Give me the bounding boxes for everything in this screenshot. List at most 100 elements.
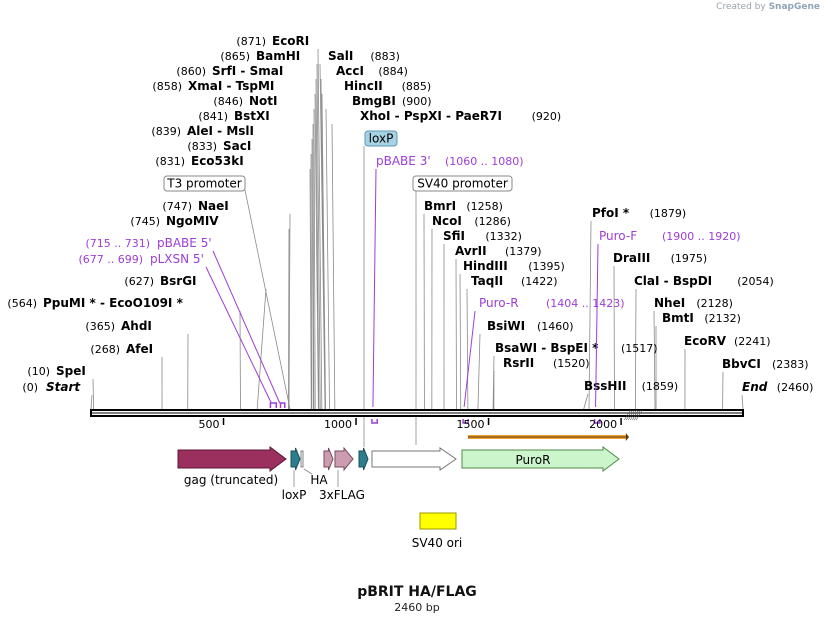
enzyme-label-29: BsaWI - BspEI * — [495, 341, 599, 355]
primer-label-3: Puro-R — [479, 296, 519, 310]
ha-label-leader — [303, 468, 313, 475]
enzyme-leader-11 — [312, 123, 315, 410]
map-title: pBRIT HA/FLAG — [357, 584, 477, 600]
backbone-hatch-3 — [630, 409, 637, 421]
enzyme-label-39: End — [742, 380, 768, 394]
loxp-feature — [290, 447, 301, 471]
primer-leader-2 — [372, 168, 377, 408]
ruler-label-3: 2000 — [589, 418, 617, 431]
enzyme-position-18: (884) — [378, 65, 408, 78]
enzyme-position-24: (1332) — [485, 230, 522, 243]
enzyme-position-36: (2132) — [704, 312, 741, 325]
enzyme-position-11: (841) — [198, 110, 228, 123]
enzyme-label-26: HindIII — [463, 259, 508, 273]
gag-feature — [177, 446, 287, 472]
enzyme-leader-39 — [741, 394, 744, 410]
enzyme-label-31: BssHII — [584, 379, 626, 393]
enzyme-position-4: (564) — [7, 297, 37, 310]
snapgene-credit: Created by SnapGene — [716, 2, 820, 12]
enzyme-position-10: (839) — [151, 125, 181, 138]
enzyme-label-36: BmtI — [662, 311, 694, 325]
enzyme-label-8: Eco53kI — [191, 154, 244, 168]
enzyme-label-13: XmaI - TspMI — [188, 79, 274, 93]
enzyme-position-22: (1258) — [466, 200, 503, 213]
enzyme-leader-5 — [256, 288, 267, 410]
enzyme-leader-34 — [634, 288, 637, 410]
primer-range-3: (1404 .. 1423) — [546, 297, 625, 310]
enzyme-position-8: (831) — [155, 155, 185, 168]
primer-leader-1 — [205, 266, 272, 404]
enzyme-leader-12 — [313, 108, 316, 410]
enzyme-position-14: (860) — [176, 65, 206, 78]
enzyme-label-24: SfiI — [443, 229, 465, 243]
primer-leader-3 — [463, 310, 476, 408]
enzyme-label-33: DraIII — [613, 251, 650, 265]
enzyme-label-15: BamHI — [256, 49, 300, 63]
enzyme-leader-8 — [309, 168, 312, 410]
enzyme-position-19: (885) — [402, 80, 432, 93]
enzyme-sites — [90, 48, 744, 410]
enzyme-label-22: BmrI — [424, 199, 456, 213]
snapgene-brand: SnapGene — [768, 2, 820, 12]
backbone-hatch-0 — [624, 409, 631, 421]
sv40-promoter-label-box — [412, 175, 513, 192]
enzyme-leader-9 — [310, 153, 313, 410]
enzyme-position-0: (0) — [22, 381, 38, 394]
primer-mark-0 — [279, 402, 286, 408]
enzyme-leader-7 — [288, 213, 291, 410]
orf-arrowhead — [625, 433, 630, 441]
enzyme-position-32: (1879) — [650, 207, 687, 220]
primer-leader-0 — [212, 250, 281, 404]
credit-prefix: Created by — [716, 2, 766, 12]
enzyme-leader-13 — [314, 93, 319, 410]
enzyme-leader-14 — [315, 78, 320, 410]
enzyme-position-3: (365) — [85, 320, 115, 333]
enzyme-label-20: BmgBI — [352, 94, 396, 108]
enzyme-position-13: (858) — [152, 80, 182, 93]
enzyme-label-28: BsiWI — [487, 319, 525, 333]
primer-label-0: pBABE 5' — [157, 236, 212, 250]
enzyme-label-27: TaqII — [471, 274, 503, 288]
enzyme-position-26: (1395) — [528, 260, 565, 273]
enzyme-label-7: NaeI — [198, 199, 229, 213]
sv40-promoter-feature — [371, 447, 457, 471]
primer-leader-4 — [595, 243, 599, 408]
ruler-label-1: 1000 — [324, 418, 352, 431]
enzyme-position-16: (871) — [236, 35, 266, 48]
plasmid-linear-map: (0)Start(10)SpeI(268)AfeI(365)AhdI(564)P… — [7, 34, 813, 550]
enzyme-position-23: (1286) — [474, 215, 511, 228]
enzyme-label-12: NotI — [249, 94, 278, 108]
enzyme-label-30: RsrII — [503, 356, 534, 370]
enzyme-position-21: (920) — [532, 110, 562, 123]
enzyme-label-4: PpuMI * - EcoO109I * — [43, 296, 184, 310]
enzyme-position-35: (2128) — [696, 297, 733, 310]
enzyme-label-18: AccI — [336, 64, 364, 78]
enzyme-label-5: BsrGI — [160, 274, 197, 288]
enzyme-leader-26 — [459, 273, 462, 410]
enzyme-position-30: (1520) — [553, 357, 590, 370]
t3-promoter-label: T3 promoter — [166, 177, 242, 191]
backbone-hatch-2 — [628, 409, 635, 421]
enzyme-position-9: (833) — [187, 140, 217, 153]
sv40-ori-feature — [419, 512, 457, 530]
enzyme-position-2: (268) — [90, 343, 120, 356]
map-length: 2460 bp — [394, 601, 440, 614]
enzyme-label-35: NheI — [654, 296, 685, 310]
primer-label-2: pBABE 3' — [376, 154, 431, 168]
loxp-label: loxP — [282, 488, 307, 502]
enzyme-label-37: EcoRV — [684, 334, 727, 348]
flag-label: 3xFLAG — [319, 488, 365, 502]
enzyme-label-0: Start — [46, 380, 81, 394]
enzyme-position-33: (1975) — [671, 252, 708, 265]
ruler-label-2: 1500 — [457, 418, 485, 431]
primer-range-2: (1060 .. 1080) — [445, 155, 524, 168]
primer-label-4: Puro-F — [599, 229, 637, 243]
enzyme-label-32: PfoI * — [592, 206, 630, 220]
enzyme-leader-27 — [466, 288, 469, 410]
enzyme-label-23: NcoI — [432, 214, 462, 228]
enzyme-leader-32 — [588, 220, 592, 410]
enzyme-label-21: XhoI - PspXI - PaeR7I — [360, 109, 502, 123]
enzyme-label-3: AhdI — [121, 319, 152, 333]
primer-range-0: (715 .. 731) — [85, 237, 150, 250]
flag-feature-2 — [334, 446, 354, 472]
